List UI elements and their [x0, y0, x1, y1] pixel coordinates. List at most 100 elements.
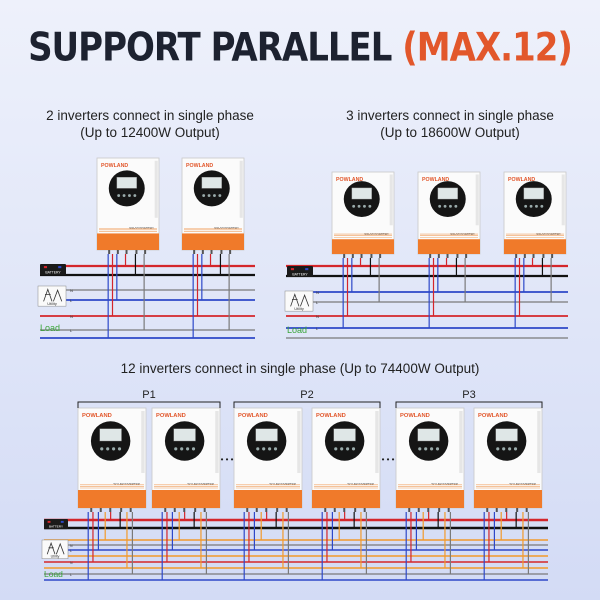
inverter-terminal [265, 508, 268, 512]
inverter-button-icon [128, 194, 131, 197]
inverter-model: SOLAR INVERTER [269, 482, 296, 486]
bracket-line [395, 401, 543, 408]
utility-3: Utility [284, 290, 314, 312]
inverter-terminal [135, 250, 138, 254]
inverter-2-1: POWLAND SOLAR INVERTER [96, 157, 160, 254]
line-letter: L [316, 300, 319, 305]
group-label: P1 [142, 389, 155, 401]
bracket-line [77, 401, 221, 408]
inverter-terminal [525, 508, 528, 512]
inverter-lcd [201, 177, 222, 189]
line-letter: L [70, 298, 73, 303]
inverter-button-icon [112, 447, 116, 451]
inverter-model: SOLAR INVERTER [509, 482, 536, 486]
inverter-terminal [437, 254, 440, 258]
inverter-terminal [90, 508, 93, 512]
inverter-terminal [505, 508, 508, 512]
inverter-terminal [427, 508, 430, 512]
inverter-brand: POWLAND [101, 163, 128, 169]
inverter-button-icon [502, 447, 506, 451]
battery-terminal-pos [43, 266, 48, 269]
inverter-brand: POWLAND [82, 413, 112, 419]
inverter-terminal [333, 508, 336, 512]
utility-12: Utility [41, 539, 69, 559]
inverter-terminal [486, 508, 489, 512]
inverter-terminal [542, 254, 545, 258]
inverter-button-icon [424, 447, 428, 451]
inverter-lcd [116, 177, 137, 189]
inverter-terminal [379, 254, 382, 258]
inverter-button-icon [368, 204, 372, 208]
inverter-lcd [173, 428, 196, 442]
inverter-terminal [515, 254, 518, 258]
inverter-button-icon [100, 447, 104, 451]
inverter-brand: POWLAND [186, 163, 213, 169]
inverter-terminal [246, 508, 249, 512]
inverter-terminal [343, 254, 346, 258]
caption-three-line2: (Up to 18600W Output) [380, 125, 520, 140]
inverter-button-icon [357, 204, 361, 208]
title-accent: (MAX.12) [402, 25, 573, 71]
inverter-terminal [447, 508, 450, 512]
inverter-button-icon [122, 194, 126, 197]
inverter-terminal [446, 254, 449, 258]
inverter-side-panel [239, 160, 243, 218]
utility-icon [37, 285, 67, 307]
line-letter: N [70, 544, 73, 548]
inverter-button-icon [262, 447, 266, 451]
inverter-button-icon [117, 447, 122, 451]
inverter-model: SOLAR INVERTER [129, 226, 153, 230]
inverter-base [396, 490, 464, 508]
line-letter: N [70, 314, 73, 319]
inverter-side-panel [475, 174, 479, 226]
inverter-terminal [551, 254, 554, 258]
inverter-button-icon [363, 204, 366, 208]
inverter-brand: POWLAND [316, 413, 346, 419]
inverter-lcd [437, 187, 458, 200]
pylon-icon [43, 288, 63, 302]
battery-2: BATTERY [40, 264, 66, 275]
line-letter: L [70, 573, 72, 577]
line-letter: L [70, 549, 72, 553]
inverter-button-icon [213, 194, 216, 197]
battery-3: BATTERY [287, 266, 313, 277]
inverter-button-icon [529, 204, 533, 208]
inverter-terminal [129, 508, 132, 512]
line-letter: N [70, 561, 73, 565]
inverter-button-icon [496, 447, 500, 451]
utility-icon [284, 290, 314, 312]
inverter-button-icon [273, 447, 278, 451]
caption-two-line1: 2 inverters connect in single phase [46, 108, 254, 123]
inverter-terminal [285, 508, 288, 512]
inverter-button-icon [443, 204, 447, 208]
utility-label: Utility [51, 555, 60, 559]
inverter-terminal [99, 508, 102, 512]
inverter-terminal [193, 250, 196, 254]
inverter-button-icon [202, 194, 206, 197]
inverter-lcd [351, 187, 372, 200]
bracket-line [233, 401, 381, 408]
inverter-terminal [276, 508, 279, 512]
inverter-terminal [456, 254, 459, 258]
inverter-base [474, 490, 542, 508]
inverter-terminal [417, 508, 420, 512]
inverter-button-icon [174, 447, 178, 451]
inverter-terminal [173, 508, 176, 512]
inverter-brand: POWLAND [156, 413, 186, 419]
inverter-side-panel [459, 411, 463, 473]
inverter-button-icon [268, 447, 272, 451]
inverter-button-icon [180, 447, 184, 451]
inverter-button-icon [218, 194, 222, 197]
inverter-terminal [354, 508, 357, 512]
inverter-terminal [108, 250, 111, 254]
battery-terminal-neg [60, 520, 64, 523]
inverter-base [332, 239, 394, 254]
inverter-terminal [532, 254, 535, 258]
inverter-button-icon [346, 447, 350, 451]
inverter-button-icon [430, 447, 434, 451]
inverter-terminal [194, 508, 197, 512]
